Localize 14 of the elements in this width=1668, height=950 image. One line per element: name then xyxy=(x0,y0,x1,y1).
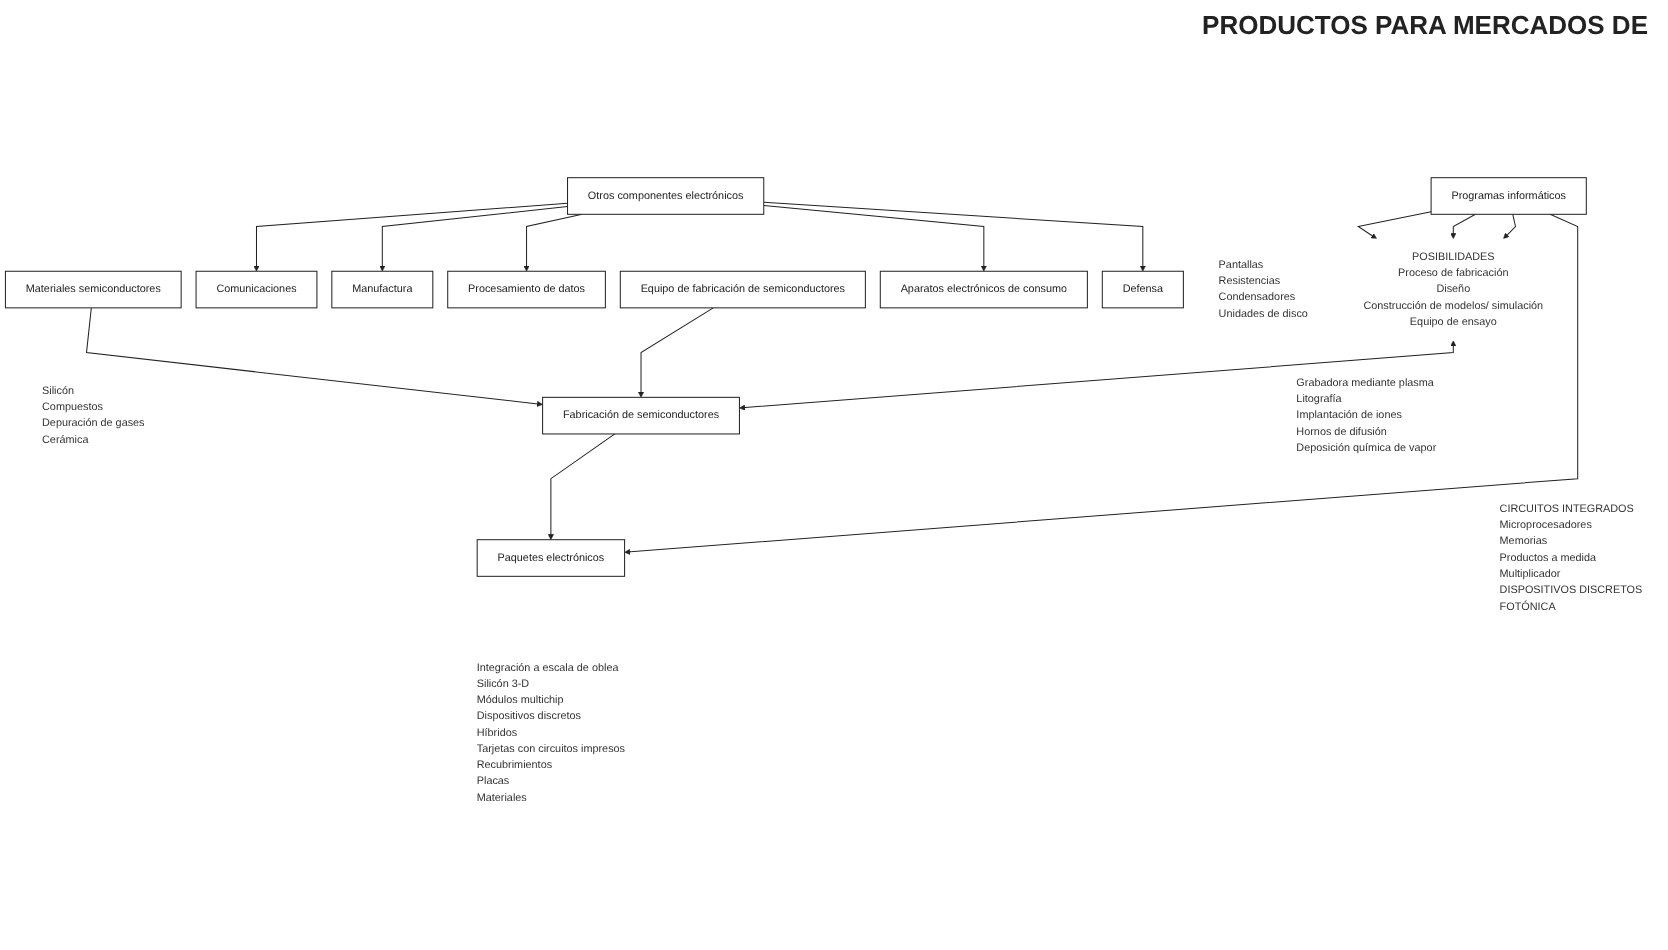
arrow xyxy=(739,340,1457,411)
arrow xyxy=(763,204,987,272)
arrow xyxy=(638,307,714,398)
arrow xyxy=(1356,211,1432,239)
arrow xyxy=(85,307,543,407)
arrow xyxy=(1503,213,1517,239)
arrow xyxy=(379,206,569,272)
heading-label: PRODUCTOS PARA MERCADOS DE xyxy=(1202,10,1648,40)
arrow xyxy=(253,202,569,272)
arrow xyxy=(523,213,583,272)
arrow xyxy=(547,433,616,540)
arrow xyxy=(1450,213,1476,239)
arrow xyxy=(624,213,1579,555)
arrow xyxy=(763,201,1146,272)
